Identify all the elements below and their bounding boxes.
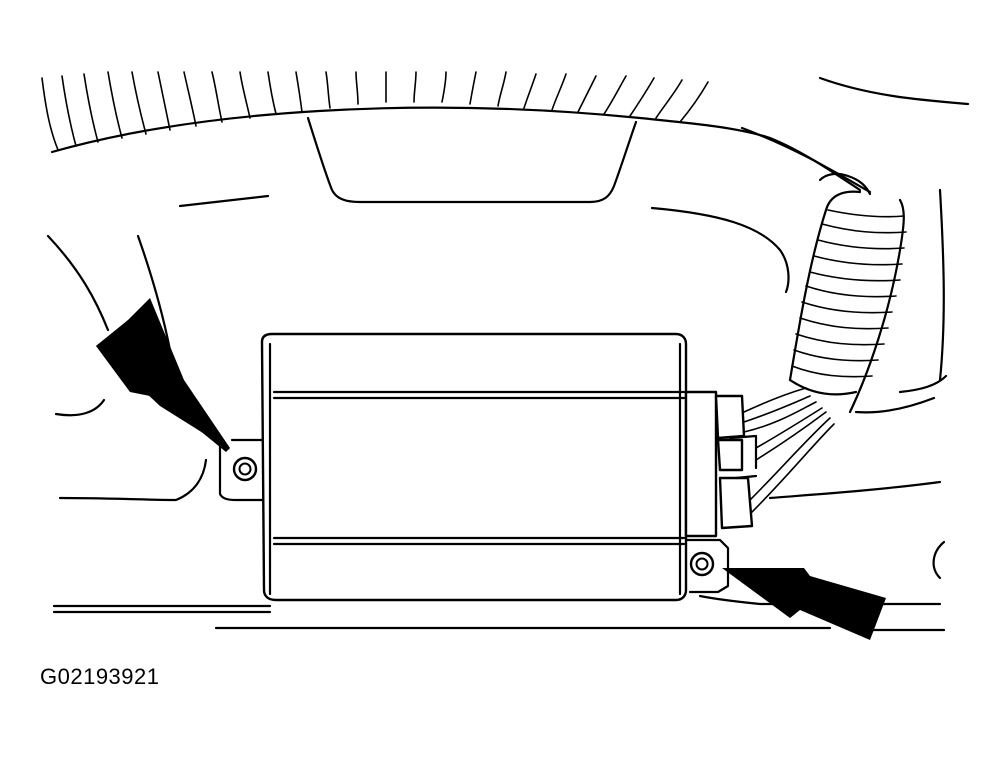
left-mounting-bolt — [232, 456, 258, 482]
electrical-connector — [684, 390, 758, 538]
mounting-rail — [52, 594, 946, 632]
mounting-bracket — [218, 438, 730, 594]
control-module — [260, 332, 688, 602]
figure-id-label: G02193921 — [40, 664, 160, 689]
callout-arrow-left — [96, 298, 230, 452]
right-mounting-bolt — [689, 551, 715, 577]
callout-arrow-right — [722, 568, 886, 640]
trim-panel-outline — [41, 71, 970, 580]
wiring-harness — [743, 172, 936, 513]
